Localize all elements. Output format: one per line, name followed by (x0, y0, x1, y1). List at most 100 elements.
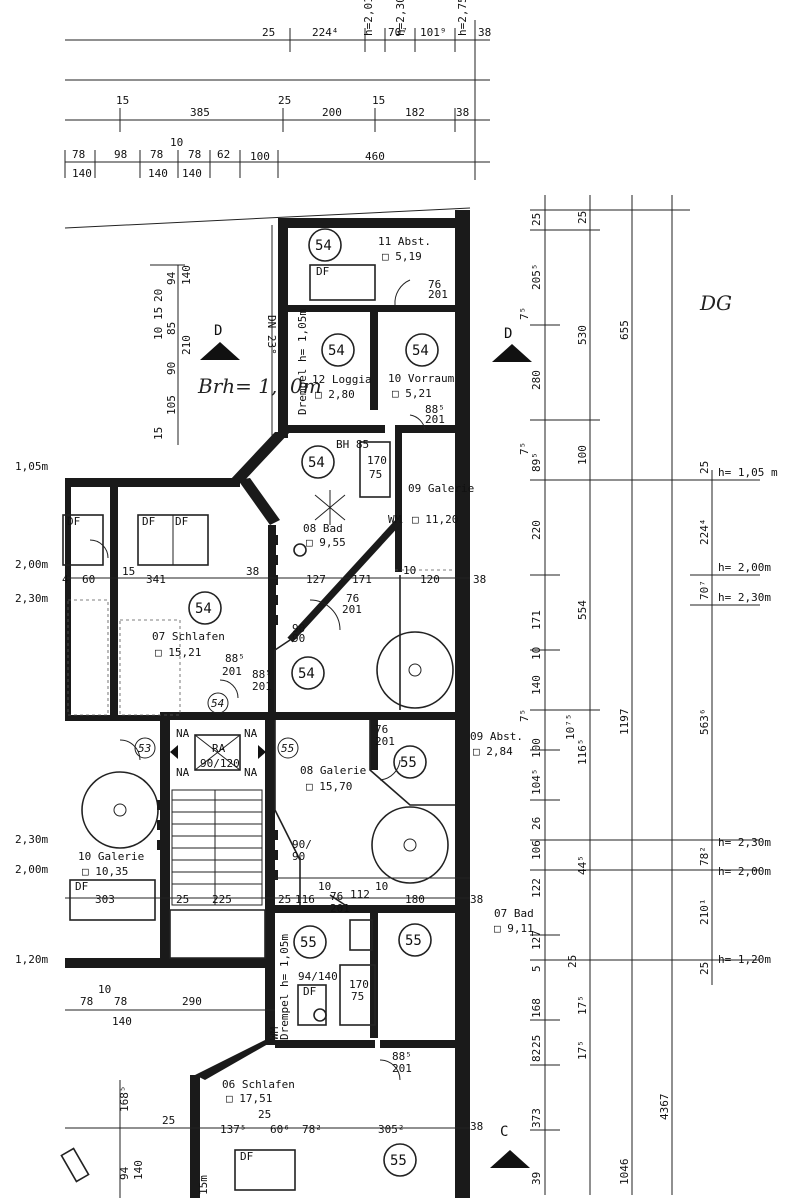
window-size: 94/140 (298, 970, 338, 983)
unit-marker: 54 (321, 333, 355, 367)
dim-top-3-10: 140 (148, 167, 168, 180)
door-3-h: 201 (222, 665, 242, 678)
top-dimension-lines: 25 224⁴ h=2,01 70⁷ h=2,30 101⁹ h=2,75 38… (64, 0, 491, 180)
door-8-h: 90 (292, 850, 305, 863)
door-7-h: 201 (375, 735, 395, 748)
tub-1-h: 75 (369, 468, 382, 481)
dim-bo-6: 168⁵ (118, 1086, 131, 1113)
dn-label: DN 23° (265, 315, 278, 355)
dim-bo-14: 94 (118, 1166, 131, 1180)
section-d-left-label: D (214, 323, 222, 339)
na-label: NA (244, 727, 258, 740)
dim-r1-2: 205⁵ (530, 264, 543, 291)
dim-r1-21: 82 (530, 1049, 543, 1062)
unit-number: 54 (211, 697, 224, 710)
door-2-w: 88⁵ (425, 403, 445, 416)
unit-number: 55 (405, 933, 422, 949)
dim-r1-17: 127 (530, 930, 543, 950)
dim-a-5: 38 (246, 565, 259, 578)
dim-lo-4: 25 (278, 893, 291, 906)
df-label: DF (67, 515, 80, 528)
df-label: DF (142, 515, 155, 528)
unit-marker: 54 (188, 591, 222, 625)
dim-r3-3: 4367 (658, 1094, 671, 1121)
right-dimension-lines: 25 205⁵ 7⁵ 280 7⁵ 89⁵ 220 171 10 140 7⁵ … (518, 195, 778, 1195)
dim-lo-3: 225 (212, 893, 232, 906)
wm-label: WM (388, 513, 402, 526)
height-r-4: h= 2,30m (718, 836, 771, 849)
room-name: 09 Galerie (408, 482, 474, 495)
drempel-label-2: Drempel h= 1,05m (278, 934, 291, 1040)
dim-bo-5: 290 (182, 995, 202, 1008)
dim-r1-10: 140 (530, 675, 543, 695)
dim-top-3-1: 78 (72, 148, 85, 161)
door-10-w: 88⁵ (392, 1050, 412, 1063)
dim-top-1-3: h=2,01 (362, 0, 375, 36)
na-label: NA (176, 766, 190, 779)
na-label: NA (176, 727, 190, 740)
dim-r1-13: 104⁵ (530, 769, 543, 796)
door-1-w: 76 (428, 278, 441, 291)
na-label: NA (244, 766, 258, 779)
door-9-w: 76 (330, 890, 343, 903)
room-name: 12 Loggia (312, 373, 372, 386)
room-name: 11 Abst. (378, 235, 431, 248)
inner-dims: 4 60 15 341 38 127 171 10 120 38 1,05m 2… (15, 278, 486, 1198)
lefthead-2: 2,00m (15, 558, 48, 571)
dim-r1-14: 26 (530, 817, 543, 830)
fixtures (62, 230, 465, 1191)
dim-lo-9: 38 (470, 893, 483, 906)
door-9-h: 201 (330, 902, 350, 915)
unit-marker: 55 (277, 737, 299, 759)
dim-top-1-6: 101⁹ (420, 26, 447, 39)
dim-top-3-2: 98 (114, 148, 127, 161)
dim-bo-3: 78 (114, 995, 127, 1008)
dim-r2-3: 100 (576, 445, 589, 465)
dim-b-4: 120 (420, 573, 440, 586)
dim-lv-5: 85 (165, 322, 178, 335)
dim-top-3-9: 140 (72, 167, 92, 180)
dim-lv-4: 20 (152, 289, 165, 302)
dim-a-1: 4 (62, 573, 69, 586)
room-area: □ 5,21 (392, 387, 432, 400)
dim-r1-11: 7⁵ (518, 709, 531, 722)
dim-a-2: 60 (82, 573, 95, 586)
dim-a-4: 341 (146, 573, 166, 586)
dim-r2-4: 554 (576, 600, 589, 620)
room-area: □ 9,11 (494, 922, 534, 935)
dim-lv-10: 15 (152, 427, 165, 440)
door-4-h: 201 (252, 680, 272, 693)
dim-r1-19: 168 (530, 998, 543, 1018)
lefthead-4: 2,30m (15, 833, 48, 846)
tub-1-w: 170 (367, 454, 387, 467)
dim-top-1-4: 70⁷ (388, 26, 408, 39)
unit-number: 55 (281, 742, 294, 755)
dim-r1-4: 280 (530, 370, 543, 390)
dim-r2-1: 25 (576, 211, 589, 224)
room-area: □ 5,19 (382, 250, 422, 263)
door-4-w: 88⁵ (252, 668, 272, 681)
dim-lv-9: 105 (165, 395, 178, 415)
dim-bo-15: 140 (132, 1160, 145, 1180)
dim-r2-5: 10⁷⁵ (564, 714, 577, 741)
dim-r2-9: 25 (566, 955, 579, 968)
dim-r1-7: 220 (530, 520, 543, 540)
dim-lo-7: 10 (375, 880, 388, 893)
dim-top-1-8: 38 (478, 26, 491, 39)
dim-r1-15: 106 (530, 840, 543, 860)
ra-size: 90/120 (200, 757, 240, 770)
dim-lv-3: 15 (152, 307, 165, 320)
tub-2-w: 170 (349, 978, 369, 991)
dim-b-2: 171 (352, 573, 372, 586)
lefthead-6: 1,20m (15, 953, 48, 966)
df-label: DF (240, 1150, 253, 1163)
lefthead-1: 1,05m (15, 460, 48, 473)
dim-r1-1: 25 (530, 213, 543, 226)
dim-r2-6: 116⁵ (576, 739, 589, 766)
room-name: 08 Galerie (300, 764, 366, 777)
door-6-h: 90 (292, 632, 305, 645)
room-area: □ 2,84 (473, 745, 513, 758)
ra-label: RA (212, 742, 226, 755)
room-area: □ 9,55 (306, 536, 346, 549)
dim-lo-5: 116 (295, 893, 315, 906)
